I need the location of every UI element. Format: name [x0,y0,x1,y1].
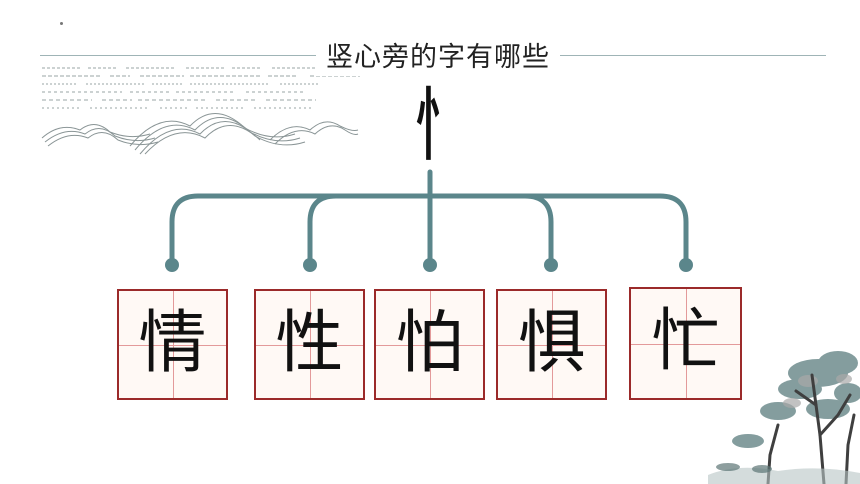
page-title: 竖心旁的字有哪些 [316,40,560,76]
grid-line-vertical [551,291,553,398]
grid-line-vertical [172,291,174,398]
grid-line-vertical [685,289,687,398]
character-box-3: 怕 [374,289,485,400]
character-glyph: 性 [275,304,344,383]
character-box-5: 忙 [629,287,742,400]
character-glyph: 情 [138,304,207,383]
ink-tree-landscape-decoration [708,351,860,484]
character-box-4: 惧 [496,289,607,400]
mountain-landscape-decoration [41,67,360,155]
grid-line-vertical [429,291,431,398]
character-box-1: 情 [117,289,228,400]
grid-line-vertical [309,291,311,398]
character-glyph: 惧 [517,304,586,383]
character-glyph: 忙 [651,302,720,381]
decorative-dot [60,22,63,25]
character-glyph: 怕 [395,304,464,383]
character-box-2: 性 [254,289,365,400]
